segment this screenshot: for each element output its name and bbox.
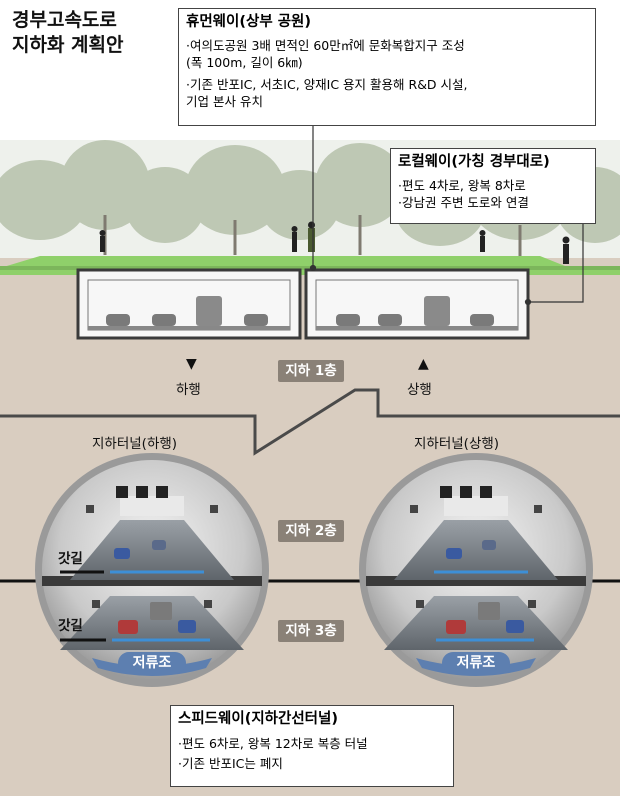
leader-lines xyxy=(309,126,584,306)
down-arrow: ▼ xyxy=(186,356,197,372)
humanway-line-2: (폭 100m, 길이 6㎞) xyxy=(186,55,303,70)
down-label: 하행 xyxy=(176,382,201,398)
floor-badge-b1: 지하 1층 xyxy=(278,360,344,382)
shoulder-label-lower: 갓길 xyxy=(58,618,83,634)
speedway-callout: 스피드웨이(지하간선터널) ·편도 6차로, 왕복 12차로 복층 터널 ·기존… xyxy=(170,705,454,787)
b1-vehicles xyxy=(106,296,494,326)
humanway-line-4: 기업 본사 유치 xyxy=(186,94,263,109)
people-figures xyxy=(99,221,570,264)
up-arrow: ▲ xyxy=(418,356,429,372)
tunnel-left-label: 지하터널(하행) xyxy=(92,436,178,452)
reservoir-label-left: 저류조 xyxy=(118,652,186,674)
floor-badge-b3: 지하 3층 xyxy=(278,620,344,642)
up-label: 상행 xyxy=(407,382,432,398)
overhead-signs xyxy=(116,486,492,498)
speedway-line-1: ·편도 6차로, 왕복 12차로 복층 터널 xyxy=(178,736,368,751)
localway-heading: 로컬웨이(가칭 경부대로) xyxy=(398,154,550,170)
local-way-tunnels xyxy=(76,268,530,340)
floor-badge-b2: 지하 2층 xyxy=(278,520,344,542)
speedway-heading: 스피드웨이(지하간선터널) xyxy=(178,711,338,727)
tunnel-right-label: 지하터널(상행) xyxy=(414,436,500,452)
humanway-line-3: ·기존 반포IC, 서초IC, 양재IC 용지 활용해 R&D 시설, xyxy=(186,77,468,92)
humanway-heading: 휴먼웨이(상부 공원) xyxy=(186,14,312,30)
reservoir-label-right: 저류조 xyxy=(442,652,510,674)
title-line-2: 지하화 계획안 xyxy=(12,34,124,56)
shoulder-label-upper: 갓길 xyxy=(58,551,83,567)
localway-line-1: ·편도 4차로, 왕복 8차로 xyxy=(398,178,526,193)
localway-line-2: ·강남권 주변 도로와 연결 xyxy=(398,195,529,210)
title-line-1: 경부고속도로 xyxy=(12,9,117,31)
speedway-line-2: ·기존 반포IC는 폐지 xyxy=(178,756,283,771)
humanway-line-1: ·여의도공원 3배 면적인 60만㎡에 문화복합지구 조성 xyxy=(186,38,465,53)
diagram-title: 경부고속도로 지하화 계획안 xyxy=(12,8,124,58)
localway-callout: 로컬웨이(가칭 경부대로) ·편도 4차로, 왕복 8차로 ·강남권 주변 도로… xyxy=(390,148,596,224)
humanway-callout: 휴먼웨이(상부 공원) ·여의도공원 3배 면적인 60만㎡에 문화복합지구 조… xyxy=(178,8,596,126)
tunnel-right-graphic xyxy=(359,453,593,687)
floor-divider xyxy=(0,388,620,456)
